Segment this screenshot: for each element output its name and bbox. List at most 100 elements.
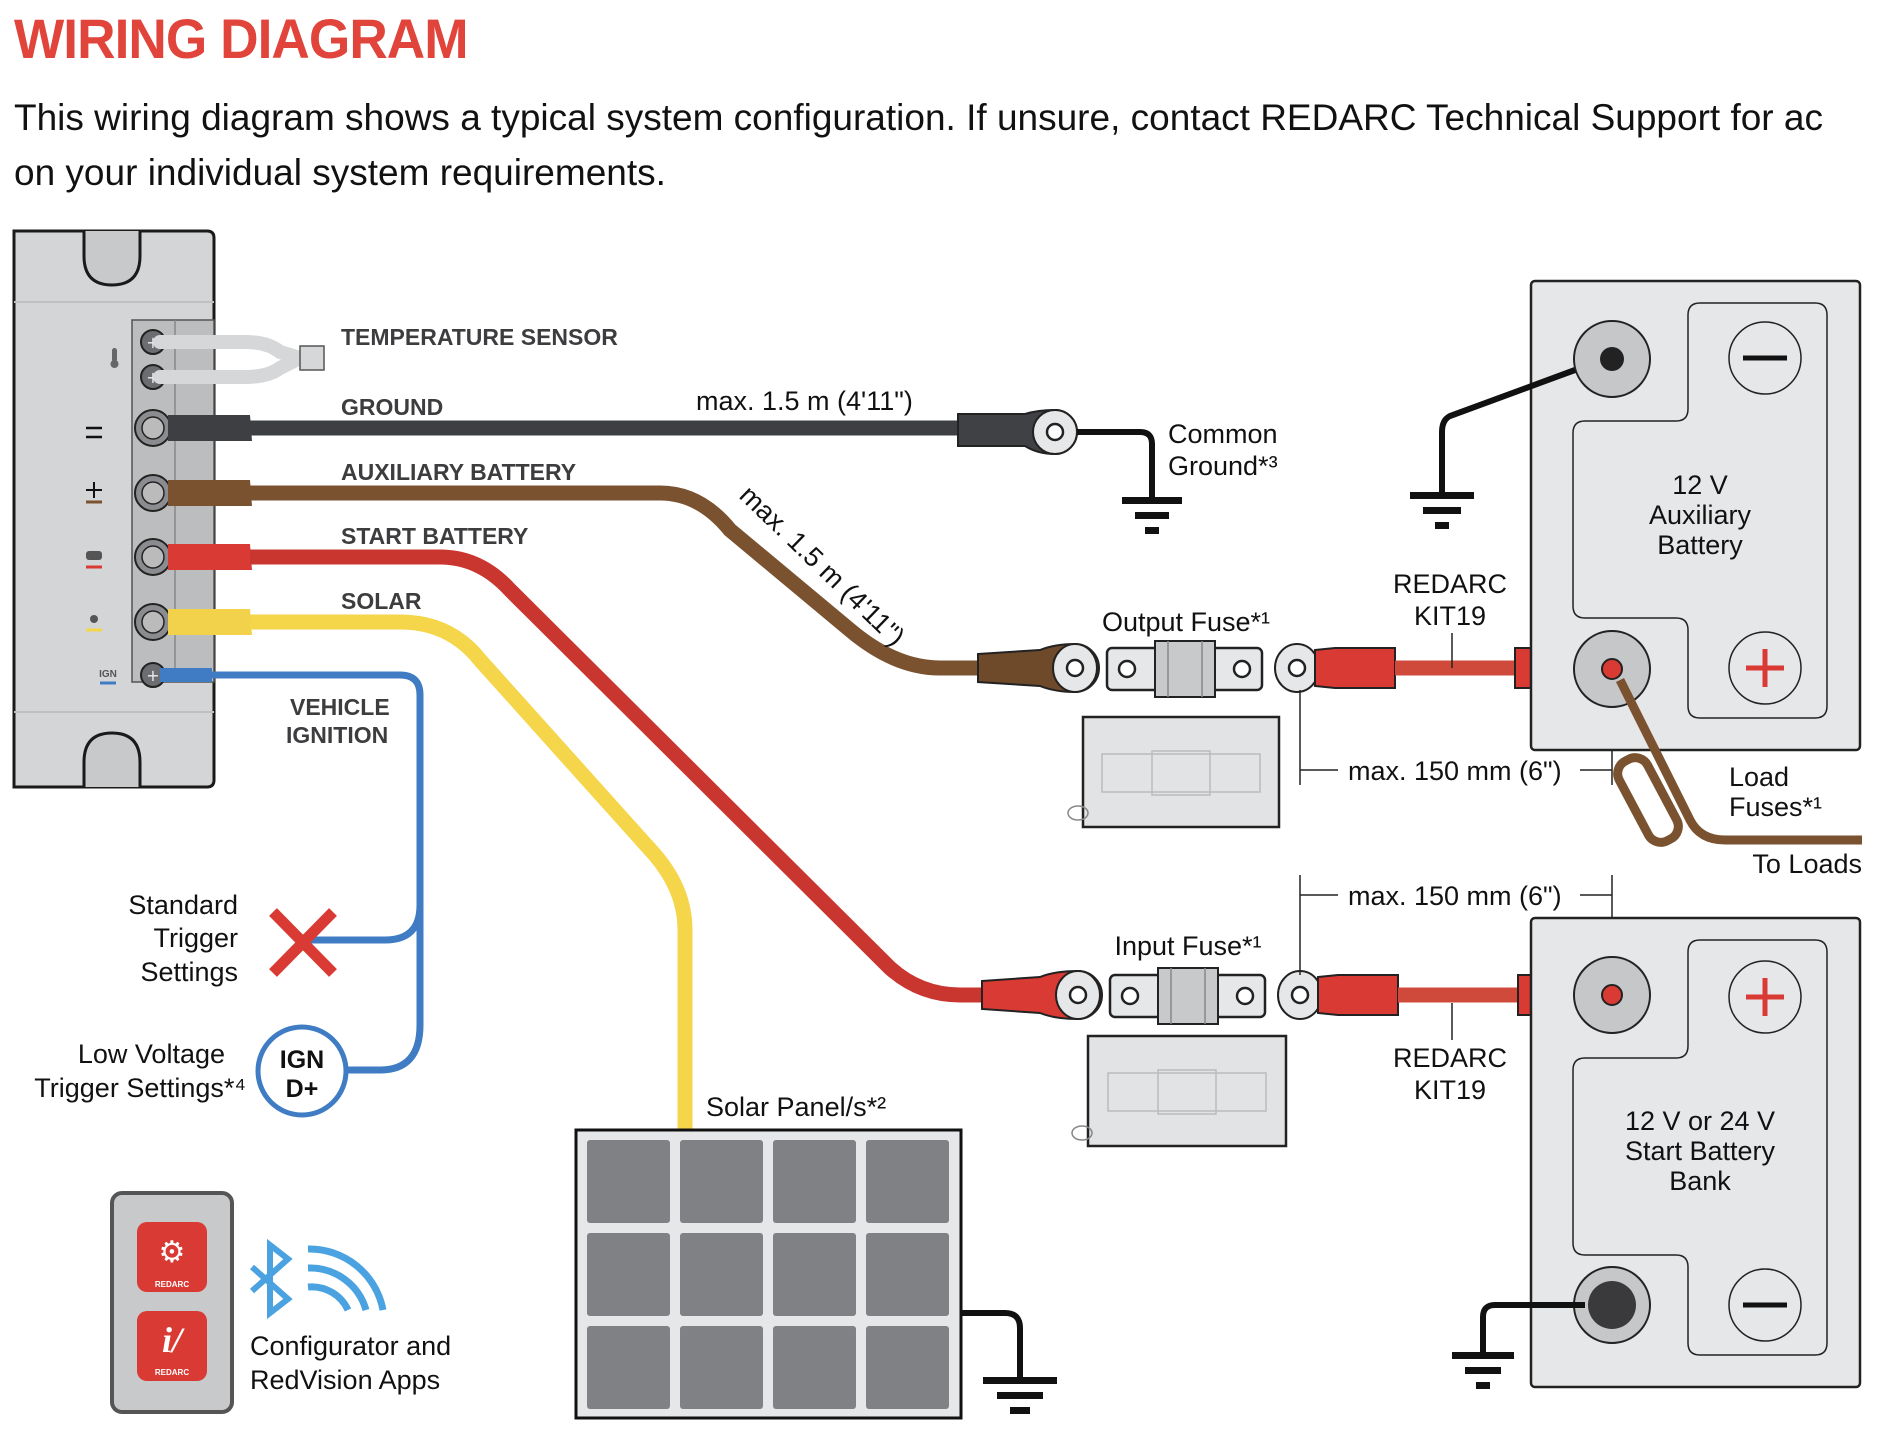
kit19-top-label-1: REDARC [1393,569,1507,599]
solar-cell [866,1140,949,1223]
output-fuse-label: Output Fuse*¹ [1102,607,1270,637]
aux-battery-label-2: Auxiliary [1649,500,1752,530]
kit19-bottom-label-1: REDARC [1393,1043,1507,1073]
wire-label-auxiliary: AUXILIARY BATTERY [341,459,576,485]
ground-wire [168,408,1155,500]
solar-cell [773,1233,856,1316]
svg-text:i/: i/ [162,1320,185,1360]
load-fuses-label-2: Fuses*¹ [1729,792,1822,822]
standard-trigger-label-2: Trigger [153,923,238,953]
kit19-top-label-2: KIT19 [1414,601,1486,631]
ignition-wire [160,668,424,1074]
configurator-app-icon: ⚙ REDARC [137,1222,207,1292]
wireless-signal-icon [307,1245,387,1312]
car-icon [86,551,102,569]
plus-symbol-icon [1728,960,1802,1034]
aux-negative-terminal [1573,320,1651,398]
start-positive-terminal [1573,956,1651,1034]
start-negative-terminal [1573,1266,1651,1344]
solar-wire [168,609,693,1130]
start-battery-label-2: Start Battery [1625,1136,1776,1166]
solar-cell [866,1233,949,1316]
load-fuses-label-1: Load [1729,762,1789,792]
redvision-app-icon: i/ REDARC [137,1311,207,1381]
solar-cell [680,1326,763,1409]
wire-label-solar: SOLAR [341,588,422,614]
standard-trigger-label-1: Standard [128,890,238,920]
svg-text:⚙: ⚙ [159,1235,186,1270]
auxiliary-battery [1529,279,1862,752]
standard-trigger-label-3: Settings [140,957,238,987]
solar-ground [961,1310,1057,1414]
page-title: WIRING DIAGRAM [14,7,469,70]
solar-cell [587,1233,670,1316]
apps-label-1: Configurator and [250,1331,451,1361]
wire-label-temperature: TEMPERATURE SENSOR [341,324,618,350]
terminal-screw-start [134,538,172,576]
minus-icon [86,426,102,439]
auxiliary-battery-wire [168,480,1100,694]
output-fuse-holder [1067,715,1281,829]
max-150-bottom-label: max. 150 mm (6") [1348,881,1562,911]
plus-symbol-icon [1728,631,1802,705]
ign-d-plus-badge [255,1024,349,1118]
load-fuse-wire [1613,677,1862,847]
to-loads-label: To Loads [1752,849,1862,879]
ground-length-label: max. 1.5 m (4'11") [696,386,913,416]
solar-panel-label: Solar Panel/s*² [706,1092,886,1122]
disabled-cross-icon [269,908,337,977]
plus-icon [86,482,102,504]
kit19-bottom-label-2: KIT19 [1414,1075,1486,1105]
solar-cell [773,1140,856,1223]
start-negative-ground [1452,1302,1585,1389]
ground-symbol-common [1122,497,1182,534]
terminal-screw-solar [134,603,172,641]
wire-label-ignition-2: IGNITION [286,722,388,748]
minus-symbol-icon [1728,1268,1802,1342]
input-fuse [1108,967,1267,1025]
aux-negative-ground-strap [1410,367,1577,529]
solar-cell [587,1326,670,1409]
solar-cell [866,1326,949,1409]
start-battery-label-1: 12 V or 24 V [1625,1106,1775,1136]
wire-label-ground: GROUND [341,394,443,420]
ign-badge-label-2: D+ [286,1075,319,1103]
bluetooth-icon [250,1238,293,1320]
terminal-screw-ign: + [140,662,166,688]
max-150-top-label: max. 150 mm (6") [1348,756,1562,786]
aux-battery-label-3: Battery [1657,530,1743,560]
common-ground-label-1: Common [1168,419,1278,449]
start-battery-label-3: Bank [1669,1166,1731,1196]
start-battery-wire [168,544,1103,1021]
thermometer-icon [110,348,119,368]
ign-terminal-label: IGN [99,669,117,680]
aux-battery-label-1: 12 V [1672,470,1728,500]
low-voltage-label-2: Trigger Settings*⁴ [34,1073,246,1103]
intro-text: This wiring diagram shows a typical syst… [14,90,1823,200]
app-brand-label: REDARC [155,1368,189,1377]
minus-symbol-icon [1728,321,1802,395]
solar-cell [680,1140,763,1223]
app-brand-label: REDARC [155,1280,189,1289]
solar-cell [773,1326,856,1409]
terminal-screw-ground [134,409,172,447]
low-voltage-label-1: Low Voltage [78,1039,225,1069]
solar-cell [680,1233,763,1316]
charger-device: + + + IGN [12,229,216,789]
solar-panel [574,1128,963,1420]
phone-apps: ⚙ REDARC i/ REDARC [110,1191,234,1414]
wire-label-start: START BATTERY [341,523,528,549]
input-fuse-label: Input Fuse*¹ [1114,931,1261,961]
sun-icon [86,615,102,632]
aux-length-label: max. 1.5 m (4'11") [734,480,911,652]
aux-positive-terminal [1573,630,1651,708]
wire-label-ignition-1: VEHICLE [290,694,390,720]
mounting-slot-top [82,231,142,287]
output-fuse [1105,640,1264,698]
common-ground-label-2: Ground*³ [1168,451,1278,481]
ign-badge-label-1: IGN [280,1046,324,1074]
svg-text:+: + [146,666,159,685]
mounting-slot-bottom [82,731,142,787]
apps-label-2: RedVision Apps [250,1365,440,1395]
